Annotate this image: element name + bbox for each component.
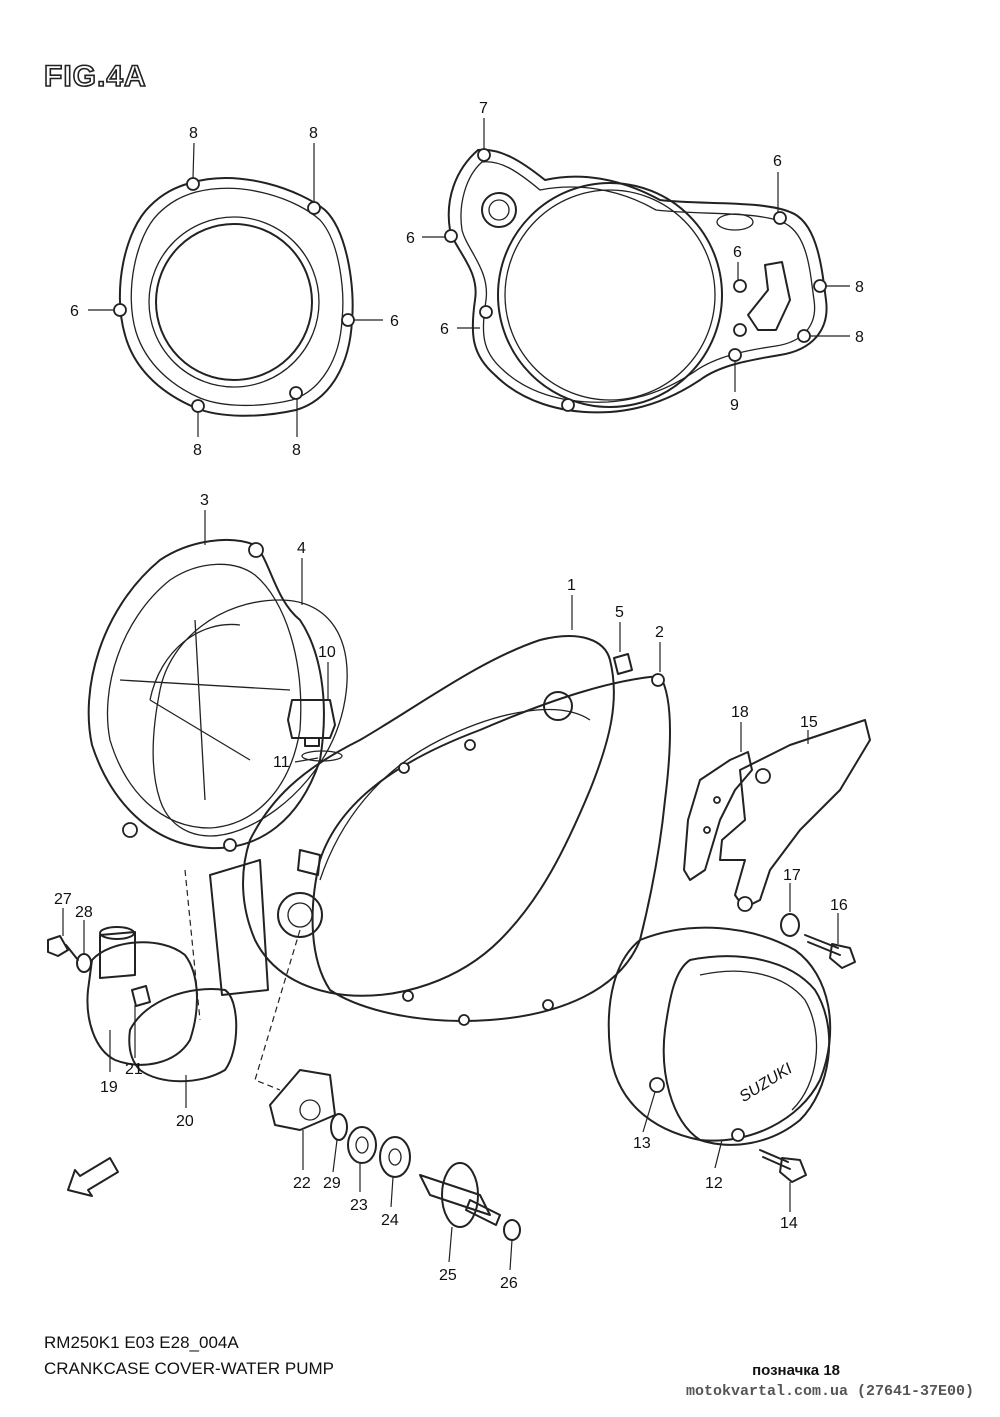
callout-19: 19 [100,1079,118,1096]
callout-labels: 8 8 6 6 8 8 7 6 6 6 6 8 8 9 3 4 1 5 2 10… [54,100,864,1292]
assembly-guide-lines [184,869,301,1091]
clutch-cover-gasket [113,177,355,417]
callout-5: 5 [615,604,624,621]
callout-6: 6 [390,313,399,330]
reference-label: позначка 18 [752,1362,840,1379]
pump-shaft-gear [419,1162,501,1228]
callout-20: 20 [176,1113,194,1130]
water-pump-case [86,926,198,1066]
callout-9: 9 [730,397,739,414]
callout-21: 21 [125,1061,143,1078]
leader-lines [62,118,850,1271]
callout-8: 8 [193,442,202,459]
callout-8: 8 [189,125,198,142]
callout-6: 6 [70,303,79,320]
callout-13: 13 [633,1135,651,1152]
callout-14: 14 [780,1215,798,1232]
shaft-washer [503,1219,521,1241]
magneto-cover [662,955,831,1146]
pump-bearing [379,1136,411,1178]
magneto-cover-gasket [607,926,832,1142]
clutch-cover [87,539,325,852]
callout-26: 26 [500,1275,518,1292]
bracket-plate [683,751,753,881]
callout-8: 8 [855,329,864,346]
callout-4: 4 [297,540,306,557]
callout-25: 25 [439,1267,457,1284]
callout-6: 6 [440,321,449,338]
callout-24: 24 [381,1212,399,1229]
source-label: motokvartal.com.ua (27641-37E00) [685,1383,974,1400]
crankcase-cover-gasket [444,148,828,414]
impeller-washer [330,1113,348,1141]
cover-o-ring [152,599,348,837]
callout-1: 1 [567,577,576,594]
callout-16: 16 [830,897,848,914]
diagram-code: RM250K1 E03 E28_004A [44,1333,239,1352]
callout-28: 28 [75,904,93,921]
callout-6: 6 [406,230,415,247]
callout-8: 8 [855,279,864,296]
crankcase-cover-gasket-2 [311,673,671,1026]
mechanical-seal [347,1126,377,1164]
callout-23: 23 [350,1197,368,1214]
impeller [269,1069,336,1131]
guard-bolt [804,934,856,969]
dowel-pin-2 [131,985,151,1007]
callout-18: 18 [731,704,749,721]
crankcase-cover [209,635,615,997]
guard-washer [780,913,800,937]
callout-22: 22 [293,1175,311,1192]
callout-3: 3 [200,492,209,509]
front-arrow-icon [67,1157,119,1197]
callout-12: 12 [705,1175,723,1192]
callout-27: 27 [54,891,72,908]
dowel-pin [613,653,633,675]
drain-plug [287,699,343,762]
chain-guard [719,719,871,912]
callout-7: 7 [479,100,488,117]
callout-10: 10 [318,644,336,661]
pump-case-bolt [47,935,79,961]
diagram-name: CRANKCASE COVER-WATER PUMP [44,1359,334,1378]
callout-6: 6 [733,244,742,261]
callout-11: 11 [273,754,290,771]
suzuki-logo: SUZUKI [737,1060,796,1106]
callout-15: 15 [800,714,818,731]
callout-17: 17 [783,867,801,884]
pump-case-washer [76,953,92,973]
callout-29: 29 [323,1175,341,1192]
callout-8: 8 [292,442,301,459]
callout-2: 2 [655,624,664,641]
cover-bolt [759,1149,807,1183]
pump-case-gasket [128,988,238,1083]
callout-6: 6 [773,153,782,170]
callout-8: 8 [309,125,318,142]
figure-title: FIG.4A [43,59,147,94]
